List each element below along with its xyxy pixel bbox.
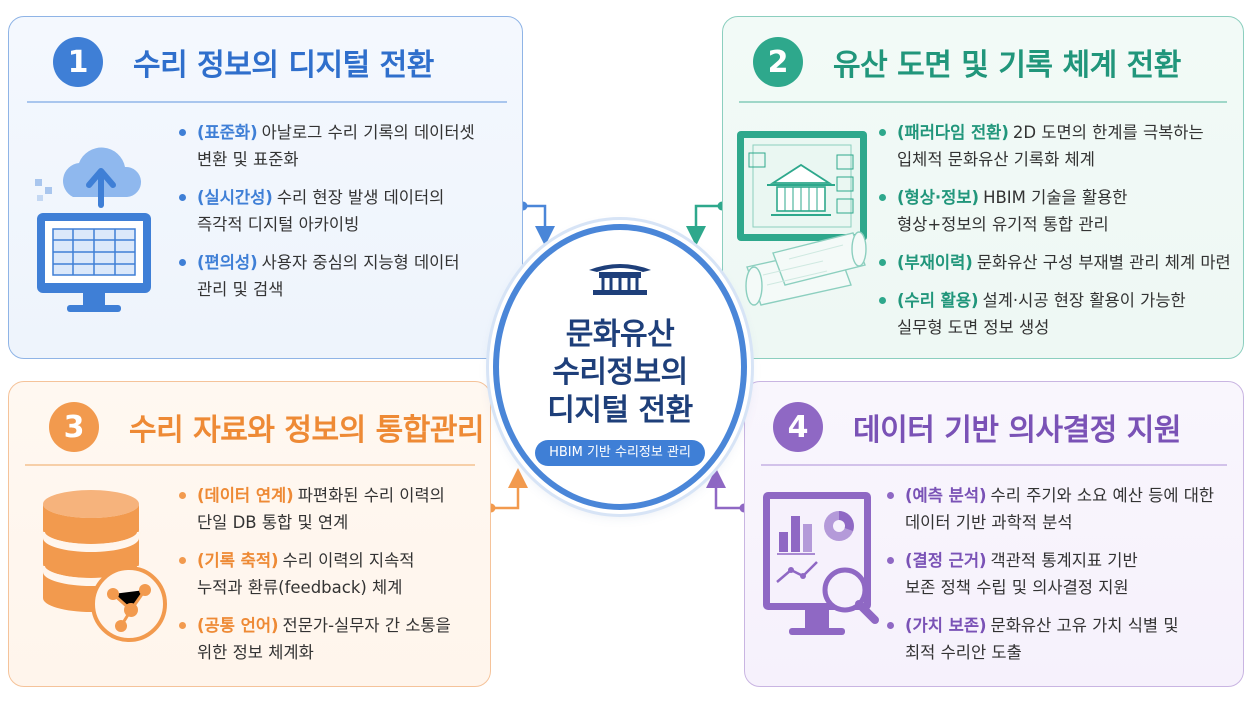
divider [739, 101, 1227, 103]
hbim-blueprint-icon [737, 131, 867, 306]
center-title: 문화유산 수리정보의 디지털 전환 [547, 317, 693, 428]
step-number-badge: 4 [773, 402, 823, 452]
panel-title: 유산 도면 및 기록 체계 전환 [833, 48, 1181, 83]
panel-data-decision-support: 4 데이터 기반 의사결정 지원 (예측 분석)수리 주기와 소요 예산 등에 … [744, 381, 1244, 687]
database-network-icon [41, 490, 167, 642]
panel-drawing-record-system: 2 유산 도면 및 기록 체계 전환 (패러다임 전환)2D 도면의 한계를 극… [722, 16, 1244, 359]
panel-title: 수리 자료와 정보의 통합관리 [129, 413, 485, 448]
cloud-upload-monitor-icon [35, 147, 151, 312]
center-hub: 문화유산 수리정보의 디지털 전환 HBIM 기반 수리정보 관리 [493, 224, 747, 510]
step-number-badge: 1 [53, 37, 103, 87]
panel-header: 1 수리 정보의 디지털 전환 [53, 37, 434, 87]
panel-title: 데이터 기반 의사결정 지원 [853, 413, 1181, 448]
step-number-badge: 2 [753, 37, 803, 87]
analytics-magnifier-icon [763, 492, 879, 635]
panel-title: 수리 정보의 디지털 전환 [133, 48, 434, 83]
divider [25, 464, 475, 466]
panel-header: 2 유산 도면 및 기록 체계 전환 [753, 37, 1181, 87]
divider [761, 464, 1227, 466]
arrow-panel3-to-center [486, 468, 528, 513]
step-number-badge: 3 [49, 402, 99, 452]
list-item: (부재이력)문화유산 구성 부재별 관리 체계 마련 [877, 249, 1231, 276]
center-badge: HBIM 기반 수리정보 관리 [535, 440, 705, 466]
panel-header: 3 수리 자료와 정보의 통합관리 [49, 402, 485, 452]
divider [27, 101, 507, 103]
panel-header: 4 데이터 기반 의사결정 지원 [773, 402, 1181, 452]
traditional-roof-icon [589, 264, 651, 295]
